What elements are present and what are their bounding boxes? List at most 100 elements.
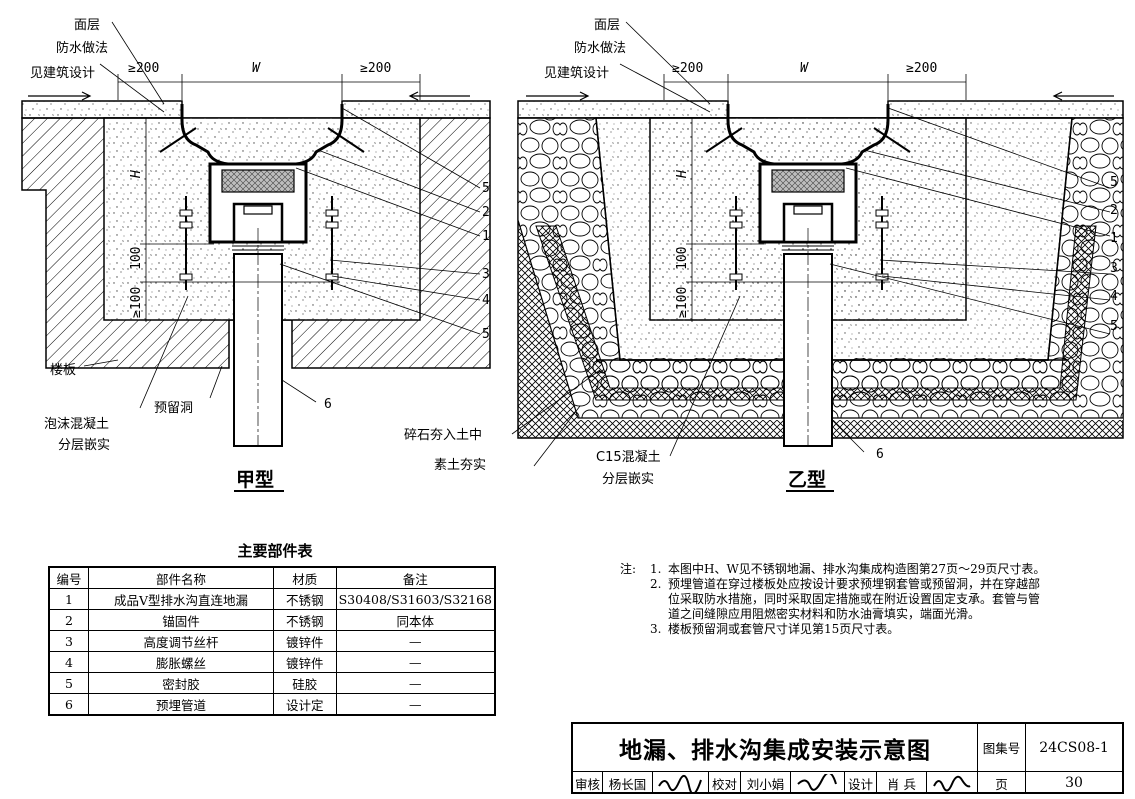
review-signature — [653, 772, 709, 794]
atlas-label: 图集号 — [978, 724, 1026, 772]
notes-label: 注: — [620, 562, 637, 576]
label-surface-right: 面层 — [594, 18, 620, 33]
label-waterproof-right-1: 防水做法 — [574, 40, 626, 56]
header-remark: 备注 — [335, 566, 496, 589]
label-surface-left: 面层 — [74, 18, 100, 33]
check-name: 刘小娟 — [741, 772, 791, 794]
atlas-number: 24CS08-1 — [1026, 724, 1122, 772]
label-c15-1: C15混凝土 — [596, 449, 661, 465]
label-foam-2: 分层嵌实 — [58, 438, 110, 453]
table-row: 6 预埋管道 设计定 — — [48, 693, 496, 716]
table-row: 2 锚固件 不锈钢 同本体 — [48, 609, 496, 631]
dim-100-right: 100 — [675, 247, 690, 270]
cell-material: 不锈钢 — [272, 609, 337, 631]
signature-icon — [933, 775, 971, 792]
check-label: 校对 — [709, 772, 741, 794]
signature-icon — [657, 775, 702, 792]
cell-no: 2 — [48, 609, 90, 631]
filter-mesh — [221, 169, 295, 193]
callout-4-right: 4 — [1110, 289, 1118, 304]
label-gravel: 碎石夯入土中 — [404, 428, 482, 443]
check-signature — [791, 772, 845, 794]
table-row: 1 成品V型排水沟直连地漏 不锈钢 S30408/S31603/S32168 — [48, 588, 496, 610]
callout-3-right: 3 — [1110, 261, 1118, 276]
callout-5-left-a: 5 — [482, 181, 490, 196]
cell-material: 硅胶 — [272, 672, 337, 694]
note-text: 预埋管道在穿过楼板处应按设计要求预埋钢套管或预留洞，并在穿越部位采取防水措施，同… — [668, 577, 1041, 621]
page-label: 页 — [978, 772, 1026, 794]
note-text: 楼板预留洞或套管尺寸详见第15页尺寸表。 — [668, 622, 900, 636]
right-annotations: 面层 防水做法 见建筑设计 ≥200 W ≥200 H 100 ≥100 碎石夯… — [404, 18, 1118, 492]
label-slab: 楼板 — [50, 363, 76, 378]
dim-min-right-b: ≥200 — [906, 61, 937, 76]
cell-material: 不锈钢 — [272, 588, 337, 610]
cell-name: 密封胶 — [88, 672, 274, 694]
callout-3-left: 3 — [482, 267, 490, 282]
cell-no: 5 — [48, 672, 90, 694]
drawing-title: 地漏、排水沟集成安装示意图 — [573, 724, 978, 772]
callout-5-right-a: 5 — [1110, 175, 1118, 190]
design-label: 设计 — [845, 772, 877, 794]
callout-1-left: 1 — [482, 229, 490, 244]
left-detail — [21, 21, 491, 447]
cell-no: 3 — [48, 630, 90, 652]
review-label: 审核 — [573, 772, 603, 794]
label-foam-1: 泡沫混凝土 — [44, 416, 109, 432]
surface-layer-right — [341, 100, 491, 119]
leader-lines — [83, 21, 481, 409]
cell-no: 1 — [48, 588, 90, 610]
callout-2-right: 2 — [1110, 203, 1118, 218]
signature-icon — [796, 774, 837, 791]
title-block: 地漏、排水沟集成安装示意图 图集号 24CS08-1 审核 杨长国 校对 刘小娟… — [571, 722, 1124, 794]
dim-min-right-a: ≥200 — [672, 61, 703, 76]
note-item-3: 3. 楼板预留洞或套管尺寸详见第15页尺寸表。 — [620, 622, 1050, 637]
cell-no: 4 — [48, 651, 90, 673]
note-item-2: 2. 预埋管道在穿过楼板处应按设计要求预埋钢套管或预留洞，并在穿越部位采取防水措… — [620, 577, 1050, 622]
dim-100-left: 100 — [129, 247, 144, 270]
right-detail — [511, 21, 1124, 467]
dim-100b-left: ≥100 — [129, 287, 144, 318]
dim-width-right: W — [800, 61, 809, 76]
parts-table: 编号 部件名称 材质 备注 1 成品V型排水沟直连地漏 不锈钢 S30408/S… — [48, 566, 496, 716]
dim-width-left: W — [252, 61, 261, 76]
label-waterproof-right-2: 见建筑设计 — [544, 65, 609, 81]
label-type-b: 乙型 — [788, 468, 826, 491]
cell-name: 膨胀螺丝 — [88, 651, 274, 673]
design-name: 肖 兵 — [877, 772, 927, 794]
label-soil: 素土夯实 — [434, 458, 486, 473]
dim-min-left-a: ≥200 — [128, 61, 159, 76]
dim-height-left: H — [129, 170, 144, 179]
table-row: 5 密封胶 硅胶 — — [48, 672, 496, 694]
header-name: 部件名称 — [88, 566, 274, 589]
review-name: 杨长国 — [603, 772, 653, 794]
parts-table-title: 主要部件表 — [237, 542, 313, 560]
note-text: 本图中H、W见不锈钢地漏、排水沟集成构造图第27页～29页尺寸表。 — [668, 562, 1046, 576]
header-no: 编号 — [48, 566, 90, 589]
label-type-a: 甲型 — [236, 468, 274, 491]
threaded-rods — [179, 196, 339, 290]
cell-no: 6 — [48, 693, 90, 716]
dimension-lines — [117, 74, 421, 322]
note-number: 1. — [650, 562, 662, 576]
note-number: 3. — [650, 622, 662, 636]
header-material: 材质 — [272, 566, 337, 589]
table-row: 4 膨胀螺丝 镀锌件 — — [48, 651, 496, 673]
callout-6-right: 6 — [876, 447, 884, 462]
table-row: 3 高度调节丝杆 镀锌件 — — [48, 630, 496, 652]
cell-material: 设计定 — [272, 693, 337, 716]
callout-6-left: 6 — [324, 397, 332, 412]
cell-remark: S30408/S31603/S32168 — [335, 588, 496, 610]
dim-height-right: H — [675, 170, 690, 179]
design-signature — [927, 772, 978, 794]
callout-1-right: 1 — [1110, 231, 1118, 246]
cell-remark: — — [335, 630, 496, 652]
callout-4-left: 4 — [482, 293, 490, 308]
label-waterproof-left-1: 防水做法 — [56, 40, 108, 56]
cell-material: 镀锌件 — [272, 630, 337, 652]
page-number: 30 — [1065, 775, 1083, 791]
note-item-1: 注: 1. 本图中H、W见不锈钢地漏、排水沟集成构造图第27页～29页尺寸表。 — [620, 562, 1050, 577]
dim-min-left-b: ≥200 — [360, 61, 391, 76]
cell-remark: — — [335, 651, 496, 673]
label-c15-2: 分层嵌实 — [602, 472, 654, 487]
